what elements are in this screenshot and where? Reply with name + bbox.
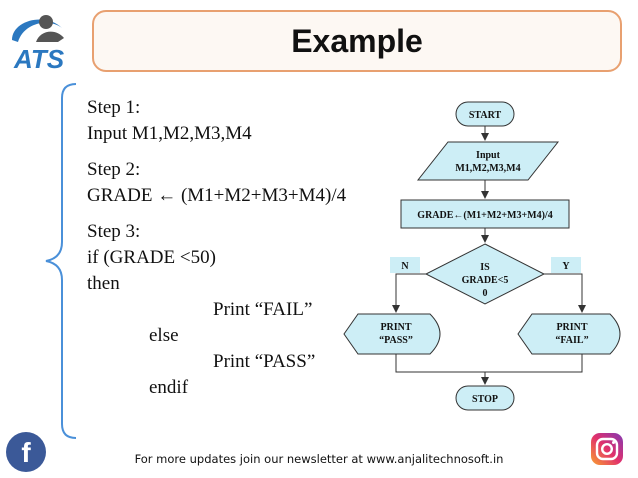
flowchart: START Input M1,M2,M3,M4 GRADE←(M1+M2+M3+…: [343, 101, 621, 411]
decision-text-2: GRADE<5: [462, 275, 509, 286]
step2-text: GRADE ← (M1+M2+M3+M4)/4: [87, 185, 347, 206]
stop-node: STOP: [455, 385, 515, 411]
svg-text:Y: Y: [562, 261, 570, 272]
print-fail-text-2: “FAIL”: [555, 335, 588, 346]
algorithm-steps: Step 1: Input M1,M2,M3,M4 Step 2: GRADE …: [87, 95, 346, 401]
step1-text: Input M1,M2,M3,M4: [87, 123, 252, 144]
page-title: Example: [291, 22, 423, 59]
title-box: Example: [92, 10, 622, 72]
process-node: GRADE←(M1+M2+M3+M4)/4: [400, 199, 570, 229]
instagram-icon[interactable]: [590, 432, 624, 466]
no-label: N: [390, 257, 420, 273]
start-text: START: [469, 110, 502, 121]
print-pass-text-1: PRINT: [380, 322, 411, 333]
step1-label: Step 1:: [87, 97, 141, 118]
process-text: GRADE←(M1+M2+M3+M4)/4: [417, 210, 552, 221]
step3-label: Step 3:: [87, 221, 141, 242]
svg-text:N: N: [401, 261, 409, 272]
brace-decoration: [45, 83, 77, 439]
input-text-1: Input: [476, 150, 501, 161]
print-pass-node: PRINT “PASS”: [343, 313, 441, 355]
print-fail-line: Print “FAIL”: [213, 299, 313, 320]
else-line: else: [149, 325, 179, 346]
endif-line: endif: [149, 377, 189, 398]
then-line: then: [87, 273, 120, 294]
print-pass-text-2: “PASS”: [379, 335, 413, 346]
footer-newsletter: For more updates join our newsletter at …: [134, 452, 504, 466]
input-text-2: M1,M2,M3,M4: [455, 163, 520, 174]
ats-logo: ATS: [12, 15, 65, 74]
stop-text: STOP: [472, 394, 498, 405]
logo-text: ATS: [13, 44, 65, 74]
print-fail-node: PRINT “FAIL”: [517, 313, 621, 355]
print-pass-line: Print “PASS”: [213, 351, 316, 372]
facebook-glyph: f: [21, 437, 31, 468]
input-node: Input M1,M2,M3,M4: [416, 141, 560, 181]
decision-node: IS GRADE<5 0: [424, 243, 546, 305]
decision-text-1: IS: [480, 262, 490, 273]
decision-text-3: 0: [483, 288, 488, 299]
start-node: START: [455, 101, 515, 127]
if-line: if (GRADE <50): [87, 247, 216, 268]
facebook-icon[interactable]: f: [6, 432, 46, 472]
yes-label: Y: [551, 257, 581, 273]
print-fail-text-1: PRINT: [556, 322, 587, 333]
step2-label: Step 2:: [87, 159, 141, 180]
